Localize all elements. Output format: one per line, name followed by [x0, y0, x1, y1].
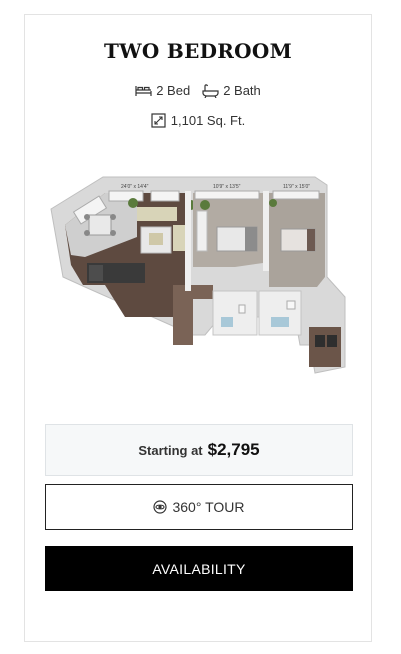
tour-360-icon — [153, 500, 168, 514]
floorplan-card: TWO BEDROOM 2 Bed 2 Bath — [24, 14, 372, 642]
price-box: Starting at $2,795 — [45, 424, 353, 476]
bath-icon — [202, 83, 219, 98]
tour-360-button[interactable]: 360° TOUR — [45, 484, 353, 530]
bath-spec: 2 Bath — [202, 83, 261, 98]
price-value: $2,795 — [207, 440, 260, 459]
bed-label: 2 Bed — [156, 83, 191, 98]
availability-button[interactable]: AVAILABILITY — [45, 546, 353, 591]
unit-title: TWO BEDROOM — [103, 39, 293, 63]
area-label: 1,101 Sq. Ft. — [170, 113, 246, 128]
bath-label: 2 Bath — [223, 83, 261, 98]
dim-bed1: 11'9" x 15'0" — [283, 184, 310, 190]
unit-specs: 2 Bed 2 Bath — [25, 83, 371, 98]
tour-360-label: 360° TOUR — [172, 499, 245, 515]
bed-spec: 2 Bed — [135, 83, 190, 98]
area-spec: 1,101 Sq. Ft. — [25, 113, 371, 128]
area-icon — [151, 113, 166, 128]
floorplan-image: 24'0" x 14'4" 10'9" x 13'5" 11'9" x 15'0… — [45, 167, 353, 381]
price-label: Starting at — [138, 442, 203, 458]
bed-icon — [135, 84, 152, 97]
dim-bed2: 10'9" x 13'5" — [213, 184, 241, 190]
dim-living: 24'0" x 14'4" — [121, 184, 149, 190]
